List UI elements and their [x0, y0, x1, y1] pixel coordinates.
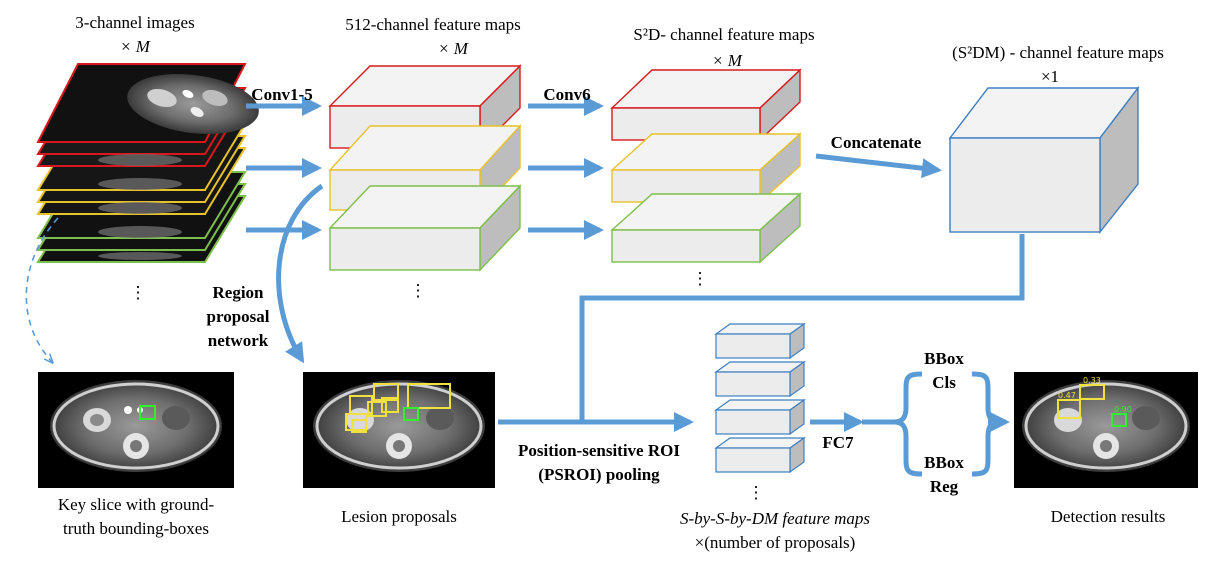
psroi-line1: Position-sensitive ROI [518, 441, 680, 460]
bbox-cls-line2: Cls [932, 373, 956, 392]
detection-box-1 [1057, 399, 1081, 419]
key-slice-image [38, 372, 234, 488]
arrow-concatenate [815, 153, 942, 179]
s2d-multiplier: × M [712, 51, 742, 70]
arrow-rpn [276, 183, 324, 364]
detection-score-2: 0.47 [1058, 391, 1076, 400]
s2dm-multiplier: ×1 [1040, 67, 1060, 86]
ssdm-line1: S-by-S-by-DM feature maps [679, 509, 871, 528]
fc7-label: FC7 [822, 433, 854, 452]
detection-box-2 [1079, 384, 1105, 400]
rpn-line3: network [207, 331, 269, 350]
psroi-line2: (PSROI) pooling [538, 465, 660, 484]
bbox-cls-line1: BBox [924, 349, 964, 368]
psroi-ellipsis: ⋮ [747, 483, 765, 502]
rpn-line2: proposal [206, 307, 270, 326]
s2dm-title: (S²DM) - channel feature maps [952, 43, 1164, 62]
detection-box-gt [1111, 413, 1127, 427]
flow-arrows [246, 96, 1025, 432]
s2dm-box [948, 85, 1140, 235]
detection-label: Detection results [1050, 507, 1166, 526]
lesion-proposals-image [303, 372, 495, 488]
detection-score-3: 0.90 [1114, 405, 1132, 414]
conv15-label: Conv1-5 [251, 85, 313, 104]
ssdm-line2: ×(number of proposals) [694, 533, 856, 552]
keyslice-line1: Key slice with ground- [57, 495, 215, 514]
s2d-boxes [610, 68, 802, 264]
output-brace [862, 371, 999, 477]
top-slice-ct-image [127, 74, 259, 134]
feature512-boxes [328, 64, 522, 272]
input-multiplier: × M [120, 37, 150, 56]
keyslice-line2: truth bounding-boxes [63, 519, 209, 538]
conv6-label: Conv6 [543, 85, 591, 104]
psroi-feature-stack [714, 322, 806, 474]
line-s2dm-down [579, 234, 1025, 422]
feat512-multiplier: × M [438, 39, 468, 58]
bbox-reg-line2: Reg [929, 477, 959, 496]
bbox-reg-line1: BBox [924, 453, 964, 472]
dashed-arrow-to-key-slice [25, 217, 59, 362]
lesion-proposals-label: Lesion proposals [341, 507, 457, 526]
rpn-line1: Region [212, 283, 264, 302]
detection-image: 0.33 0.47 0.90 [1014, 372, 1198, 488]
input-ellipsis: ⋮ [129, 283, 147, 302]
s2d-ellipsis: ⋮ [691, 269, 709, 288]
detection-score-1: 0.33 [1083, 376, 1101, 385]
s2d-title: S²D- channel feature maps [633, 25, 815, 44]
feat512-ellipsis: ⋮ [409, 281, 427, 300]
input-title: 3-channel images [75, 13, 195, 32]
ground-truth-box [139, 405, 156, 420]
concatenate-label: Concatenate [830, 133, 922, 152]
input-slice-stack [36, 63, 259, 263]
feat512-title: 512-channel feature maps [345, 15, 521, 34]
